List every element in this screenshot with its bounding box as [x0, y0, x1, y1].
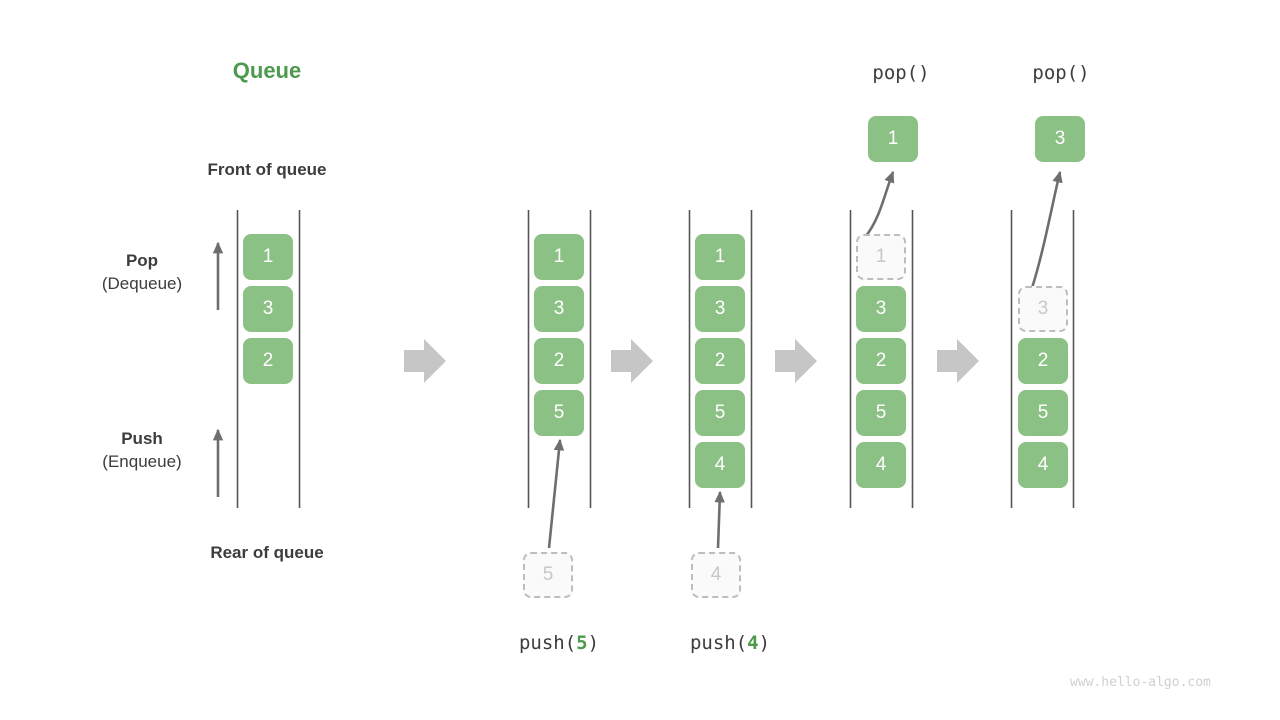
- push-5-suffix: ): [587, 632, 600, 654]
- queue-cell: 2: [243, 338, 293, 384]
- queue-cell: 3: [534, 286, 584, 332]
- push-4-suffix: ): [758, 632, 771, 654]
- queue-cell: 5: [856, 390, 906, 436]
- watermark: www.hello-algo.com: [1070, 675, 1211, 690]
- transition-arrow-1: [404, 339, 446, 383]
- incoming-ghost-cell: 5: [523, 552, 573, 598]
- push-5-prefix: push(: [518, 632, 577, 654]
- queue-cell: 2: [534, 338, 584, 384]
- vacated-ghost-cell: 3: [1018, 286, 1068, 332]
- queue-cell: 2: [856, 338, 906, 384]
- queue-cell: 1: [243, 234, 293, 280]
- queue-cell: 3: [243, 286, 293, 332]
- page-title: Queue: [232, 58, 302, 83]
- push-4-value: 4: [747, 632, 759, 654]
- push-4-arrow: [714, 490, 725, 549]
- queue-cell: 4: [1018, 442, 1068, 488]
- push-5-value: 5: [576, 632, 588, 654]
- push-4-prefix: push(: [689, 632, 748, 654]
- queue-cell: 2: [1018, 338, 1068, 384]
- push-label-sub: (Enqueue): [102, 452, 182, 471]
- incoming-ghost-cell: 4: [691, 552, 741, 598]
- transition-arrow-3: [775, 339, 817, 383]
- push-4-caption: push(4): [650, 632, 810, 654]
- queue-cell: 1: [534, 234, 584, 280]
- pop-label-main: Pop: [125, 251, 159, 270]
- queue-cell: 3: [856, 286, 906, 332]
- popped-cell: 1: [868, 116, 918, 162]
- queue-cell: 5: [534, 390, 584, 436]
- queue-cell: 5: [695, 390, 745, 436]
- queue-cell: 2: [695, 338, 745, 384]
- transition-arrow-2: [611, 339, 653, 383]
- pop-3-arrow: [1030, 170, 1063, 289]
- queue-cell: 1: [695, 234, 745, 280]
- pop-operation-label: Pop (Dequeue): [42, 252, 242, 292]
- pop-2-caption: pop(): [1032, 62, 1090, 84]
- queue-cell: 4: [695, 442, 745, 488]
- queue-cell: 4: [856, 442, 906, 488]
- rear-of-queue-label: Rear of queue: [210, 543, 324, 562]
- pop-label-sub: (Dequeue): [101, 274, 183, 293]
- push-5-arrow: [547, 438, 565, 549]
- push-label-main: Push: [121, 429, 163, 448]
- push-operation-label: Push (Enqueue): [42, 430, 242, 470]
- pop-1-caption: pop(): [872, 62, 930, 84]
- front-of-queue-label: Front of queue: [207, 160, 327, 179]
- queue-cell: 5: [1018, 390, 1068, 436]
- vacated-ghost-cell: 1: [856, 234, 906, 280]
- popped-cell: 3: [1035, 116, 1085, 162]
- transition-arrow-4: [937, 339, 979, 383]
- pop-1-arrow: [864, 170, 895, 237]
- push-5-caption: push(5): [479, 632, 639, 654]
- queue-cell: 3: [695, 286, 745, 332]
